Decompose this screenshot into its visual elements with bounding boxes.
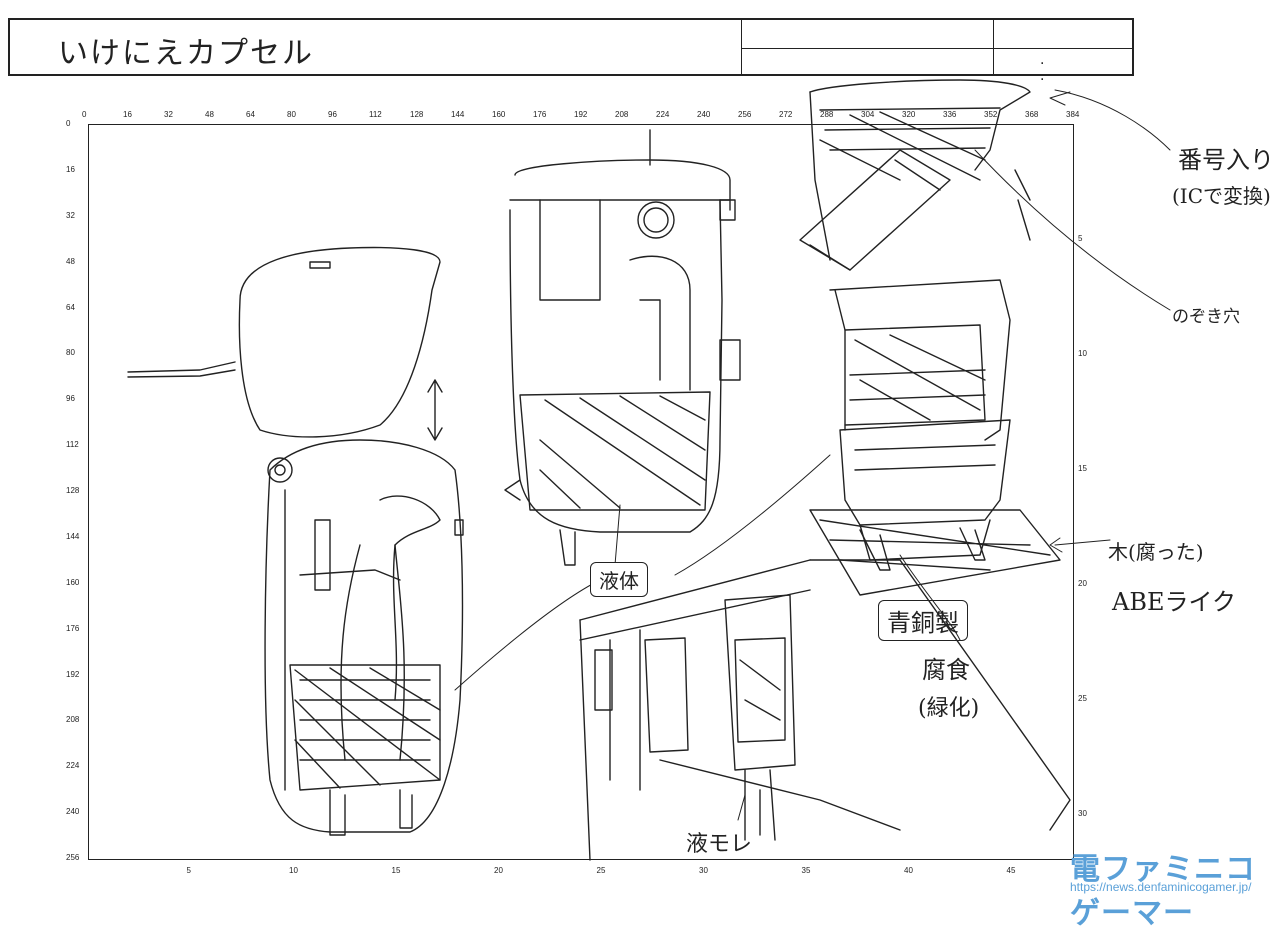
ruler-tick-left: 176 [66,623,80,633]
ruler-tick-top: 288 [820,110,834,119]
ruler-tick-top: 16 [123,110,132,119]
ruler-tick-left: 208 [66,715,80,725]
note-corrosion: 腐食 [922,656,970,684]
ruler-tick-right: 10 [1078,349,1087,358]
ruler-tick-right: 25 [1078,694,1087,703]
ruler-tick-left: 128 [66,486,80,495]
ruler-tick-bottom: 20 [494,866,503,875]
capsule-front-sketch [504,129,741,566]
ruler-tick-left: 64 [66,302,75,312]
ruler-tick-top: 144 [451,110,465,119]
note-abe-like: ABEライク [1112,588,1237,616]
ruler-tick-bottom: 15 [391,866,401,875]
ruler-tick-top: 336 [943,110,957,119]
ruler-tick-bottom: 35 [801,866,811,875]
ruler-tick-top: 48 [205,110,214,119]
ruler-tick-top: 272 [779,110,793,119]
ruler-tick-top: 352 [984,110,998,119]
ruler-tick-top: 80 [287,110,296,119]
ruler-tick-top: 64 [246,110,255,119]
note-greenish: (緑化) [918,696,980,721]
ruler-tick-top: 112 [369,110,382,119]
ruler-tick-top: 96 [328,110,337,119]
ruler-tick-bottom: 10 [289,866,298,875]
ruler-tick-left: 240 [66,807,80,817]
ruler-tick-left: 96 [66,394,75,404]
note-number-lock: 番号入り [1178,146,1274,174]
drawing-frame [88,124,1074,860]
ruler-tick-bottom: 40 [904,866,913,875]
ruler-tick-left: 192 [66,669,80,679]
title-divider [741,48,1134,49]
ruler-tick-top: 208 [615,110,629,119]
ruler-tick-bottom: 5 [186,866,191,875]
ruler-tick-right: 20 [1078,579,1087,588]
sheet-title: いけにえカプセル [58,36,314,71]
note-bronze: 青銅製 [878,600,968,641]
concept-sketches [127,79,1171,861]
ruler-tick-top: 160 [492,110,506,119]
ruler-tick-top: 304 [861,110,875,119]
ruler-tick-left: 0 [66,119,71,128]
ruler-tick-top: 0 [82,110,87,119]
ruler-tick-top: 224 [656,110,670,119]
site-url: https://news.denfaminicogamer.jp/ [1070,880,1252,894]
ruler-tick-left: 224 [66,761,80,771]
ruler-tick-top: 320 [902,110,916,119]
ruler-tick-left: 32 [66,210,75,220]
ruler-tick-left: 80 [66,348,75,358]
title-dots: · · [1040,56,1073,88]
ruler-tick-bottom: 25 [596,866,606,875]
ruler-tick-right: 15 [1078,464,1087,473]
ruler-tick-left: 144 [66,531,80,541]
ruler-tick-bottom: 30 [699,866,708,875]
ruler-tick-top: 240 [697,110,711,119]
ruler-tick-right: 5 [1078,234,1083,243]
ruler-tick-left: 16 [66,164,75,174]
capsule-side-sketch [127,246,464,836]
note-liquid: 液体 [590,562,648,597]
ruler-tick-top: 128 [410,110,424,119]
ruler-tick-top: 256 [738,110,752,119]
note-wood: 木(腐った) [1108,540,1204,564]
note-peephole: のぞき穴 [1172,307,1240,327]
ruler-tick-left: 112 [66,440,79,450]
ruler-tick-top: 192 [574,110,588,119]
ruler-tick-left: 256 [66,853,80,862]
ruler-tick-bottom: 45 [1006,866,1016,875]
ruler-tick-top: 368 [1025,110,1039,119]
corridor-sketch [579,559,1071,861]
ruler-tick-left: 160 [66,577,80,587]
ruler-tick-right: 30 [1078,809,1087,818]
ruler-tick-left: 48 [66,256,75,266]
leader-lines [454,89,1171,821]
note-number-lock-sub: (ICで変換) [1172,184,1271,208]
capsule-perspective-sketch [799,79,1061,596]
title-block: いけにえカプセル · · [8,18,1134,88]
ruler-tick-top: 384 [1066,110,1080,119]
note-leak: 液モレ [686,832,753,857]
ruler-tick-top: 176 [533,110,547,119]
ruler-tick-top: 32 [164,110,173,119]
